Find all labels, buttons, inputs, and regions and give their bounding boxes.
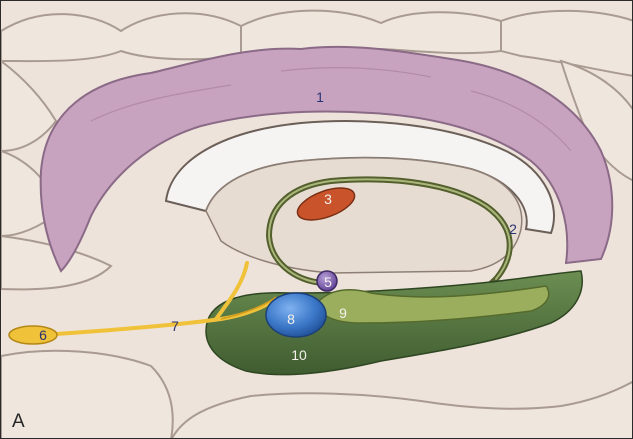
label-olfactory-bulb: 6 (39, 328, 47, 342)
olfactory-bulb (9, 326, 57, 344)
label-amygdala: 8 (287, 312, 295, 326)
label-cingulate-gyrus: 1 (316, 90, 324, 104)
amygdala (266, 293, 326, 337)
label-olfactory-tract: 7 (171, 319, 179, 333)
panel-letter: A (12, 411, 25, 433)
thalamic-region (206, 158, 522, 273)
label-anterior-thalamic-nucleus: 3 (324, 192, 332, 206)
label-hippocampus: 9 (339, 306, 347, 320)
label-parahippocampal-gyrus: 10 (291, 348, 307, 362)
label-mammillary-body: 5 (324, 275, 332, 289)
label-fornix: 2 (509, 222, 517, 236)
